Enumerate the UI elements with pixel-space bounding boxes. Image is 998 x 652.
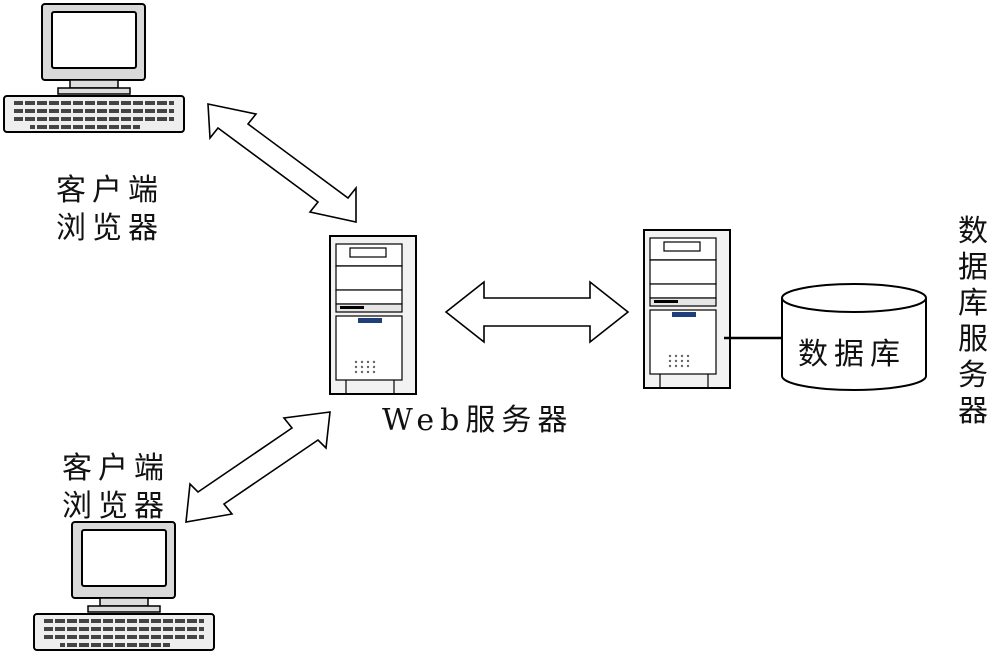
double-arrow-icon bbox=[207, 103, 357, 223]
client-computer-bottom-icon bbox=[33, 521, 215, 651]
client-bottom-label-line2: 浏览器 bbox=[62, 489, 170, 524]
web-server-icon bbox=[329, 235, 417, 395]
db-server-icon bbox=[643, 229, 731, 389]
double-arrow-icon bbox=[185, 411, 331, 523]
db-server-label: 数据库服务器 bbox=[958, 214, 988, 429]
web-server-label: Web服务器 bbox=[382, 403, 574, 438]
double-arrow-icon bbox=[444, 280, 630, 344]
client-bottom-label-line1: 客户端 bbox=[62, 451, 170, 486]
database-icon bbox=[781, 283, 927, 391]
database-label: 数据库 bbox=[798, 337, 906, 372]
client-top-label-line1: 客户端 bbox=[56, 173, 164, 208]
client-top-label-line2: 浏览器 bbox=[56, 211, 164, 246]
client-computer-top-icon bbox=[3, 3, 185, 133]
